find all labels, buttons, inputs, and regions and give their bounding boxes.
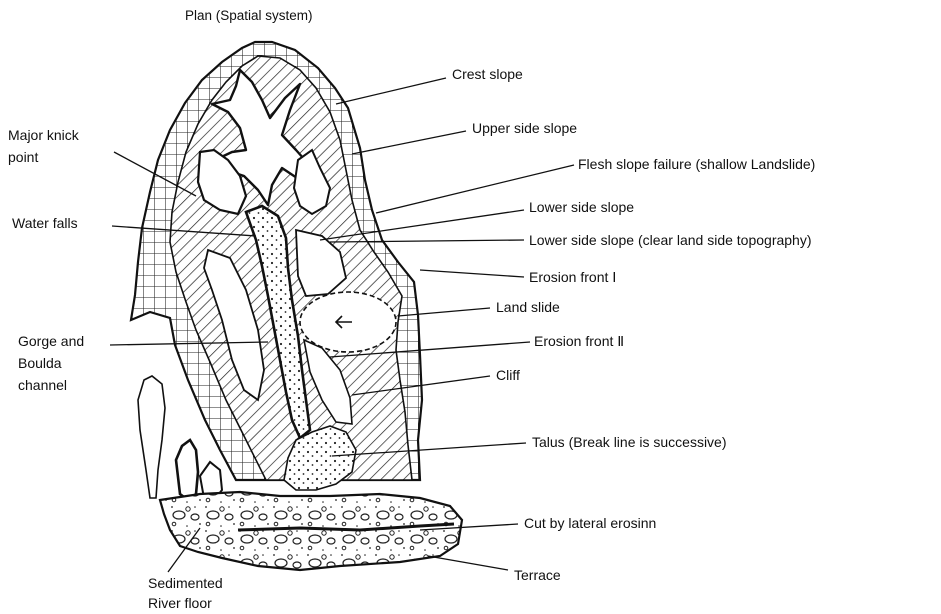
diagram-title: Plan (Spatial system) xyxy=(185,8,313,23)
label-major-knick-line1: Major knick xyxy=(8,127,80,143)
label-crest-slope: Crest slope xyxy=(452,66,523,82)
label-sedimented-line2: River floor xyxy=(148,595,212,611)
terrace-river-floor xyxy=(160,492,462,570)
label-gorge-line3: channel xyxy=(18,377,67,393)
label-terrace: Terrace xyxy=(514,567,561,583)
label-erosion-front-2: Erosion front Ⅱ xyxy=(534,333,624,349)
label-water-falls: Water falls xyxy=(12,215,78,231)
label-flesh-slope-failure: Flesh slope failure (shallow Landslide) xyxy=(578,156,815,172)
left-spur xyxy=(138,376,165,498)
label-cut-by-lateral-erosion: Cut by lateral erosinn xyxy=(524,515,656,531)
label-lower-side-slope: Lower side slope xyxy=(529,199,634,215)
label-major-knick-line2: point xyxy=(8,149,38,165)
label-land-slide: Land slide xyxy=(496,299,560,315)
label-upper-side-slope: Upper side slope xyxy=(472,120,577,136)
label-talus: Talus (Break line is successive) xyxy=(532,434,727,450)
label-gorge-line2: Boulda xyxy=(18,355,62,371)
label-sedimented-line1: Sedimented xyxy=(148,575,223,591)
label-cliff: Cliff xyxy=(496,367,520,383)
left-spur-dark xyxy=(176,440,198,500)
label-gorge-line1: Gorge and xyxy=(18,333,84,349)
label-erosion-front-1: Erosion front Ⅰ xyxy=(529,269,616,285)
label-lower-side-slope-clear: Lower side slope (clear land side topogr… xyxy=(529,232,812,248)
